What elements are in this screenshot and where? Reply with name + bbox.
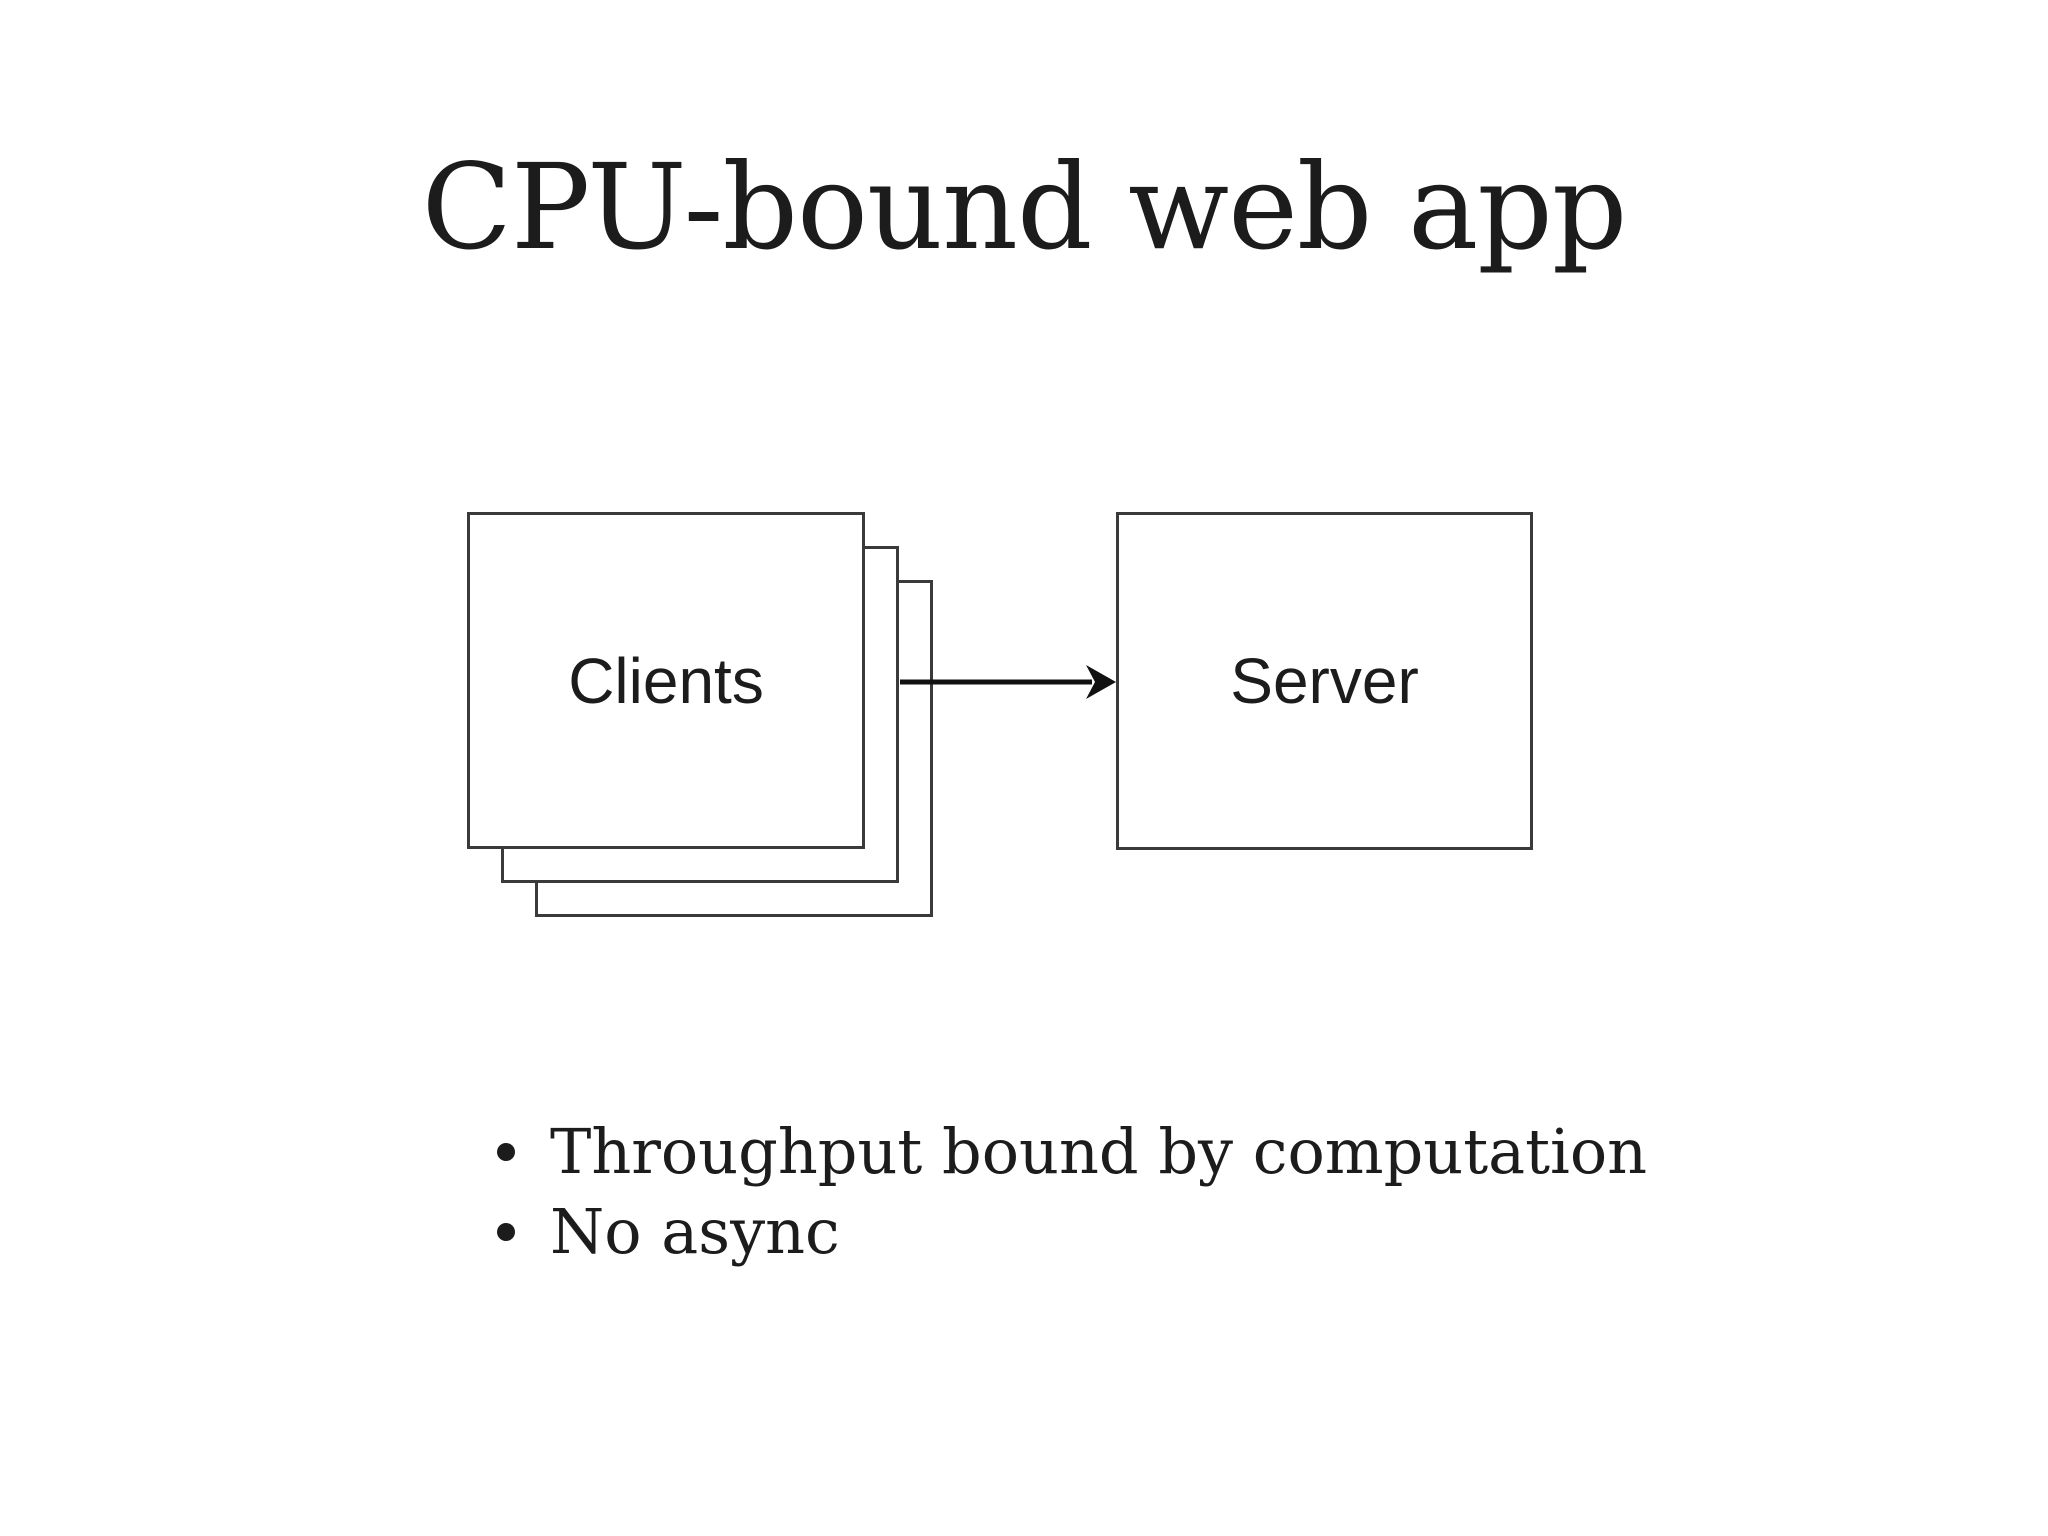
bullet-list: Throughput bound by computation No async — [497, 1112, 1817, 1272]
server-label: Server — [1230, 645, 1419, 717]
bullet-dot-icon — [497, 1223, 515, 1241]
clients-label: Clients — [568, 644, 764, 717]
server-box: Server — [1116, 512, 1533, 850]
bullet-item: Throughput bound by computation — [497, 1112, 1817, 1192]
bullet-text: Throughput bound by computation — [550, 1115, 1648, 1188]
bullet-text: No async — [550, 1195, 840, 1268]
clients-box: Clients — [467, 512, 865, 849]
slide-title: CPU-bound web app — [421, 138, 1628, 276]
clients-to-server-arrow-icon — [900, 665, 1116, 699]
bullet-item: No async — [497, 1192, 1817, 1272]
bullet-dot-icon — [497, 1143, 515, 1161]
